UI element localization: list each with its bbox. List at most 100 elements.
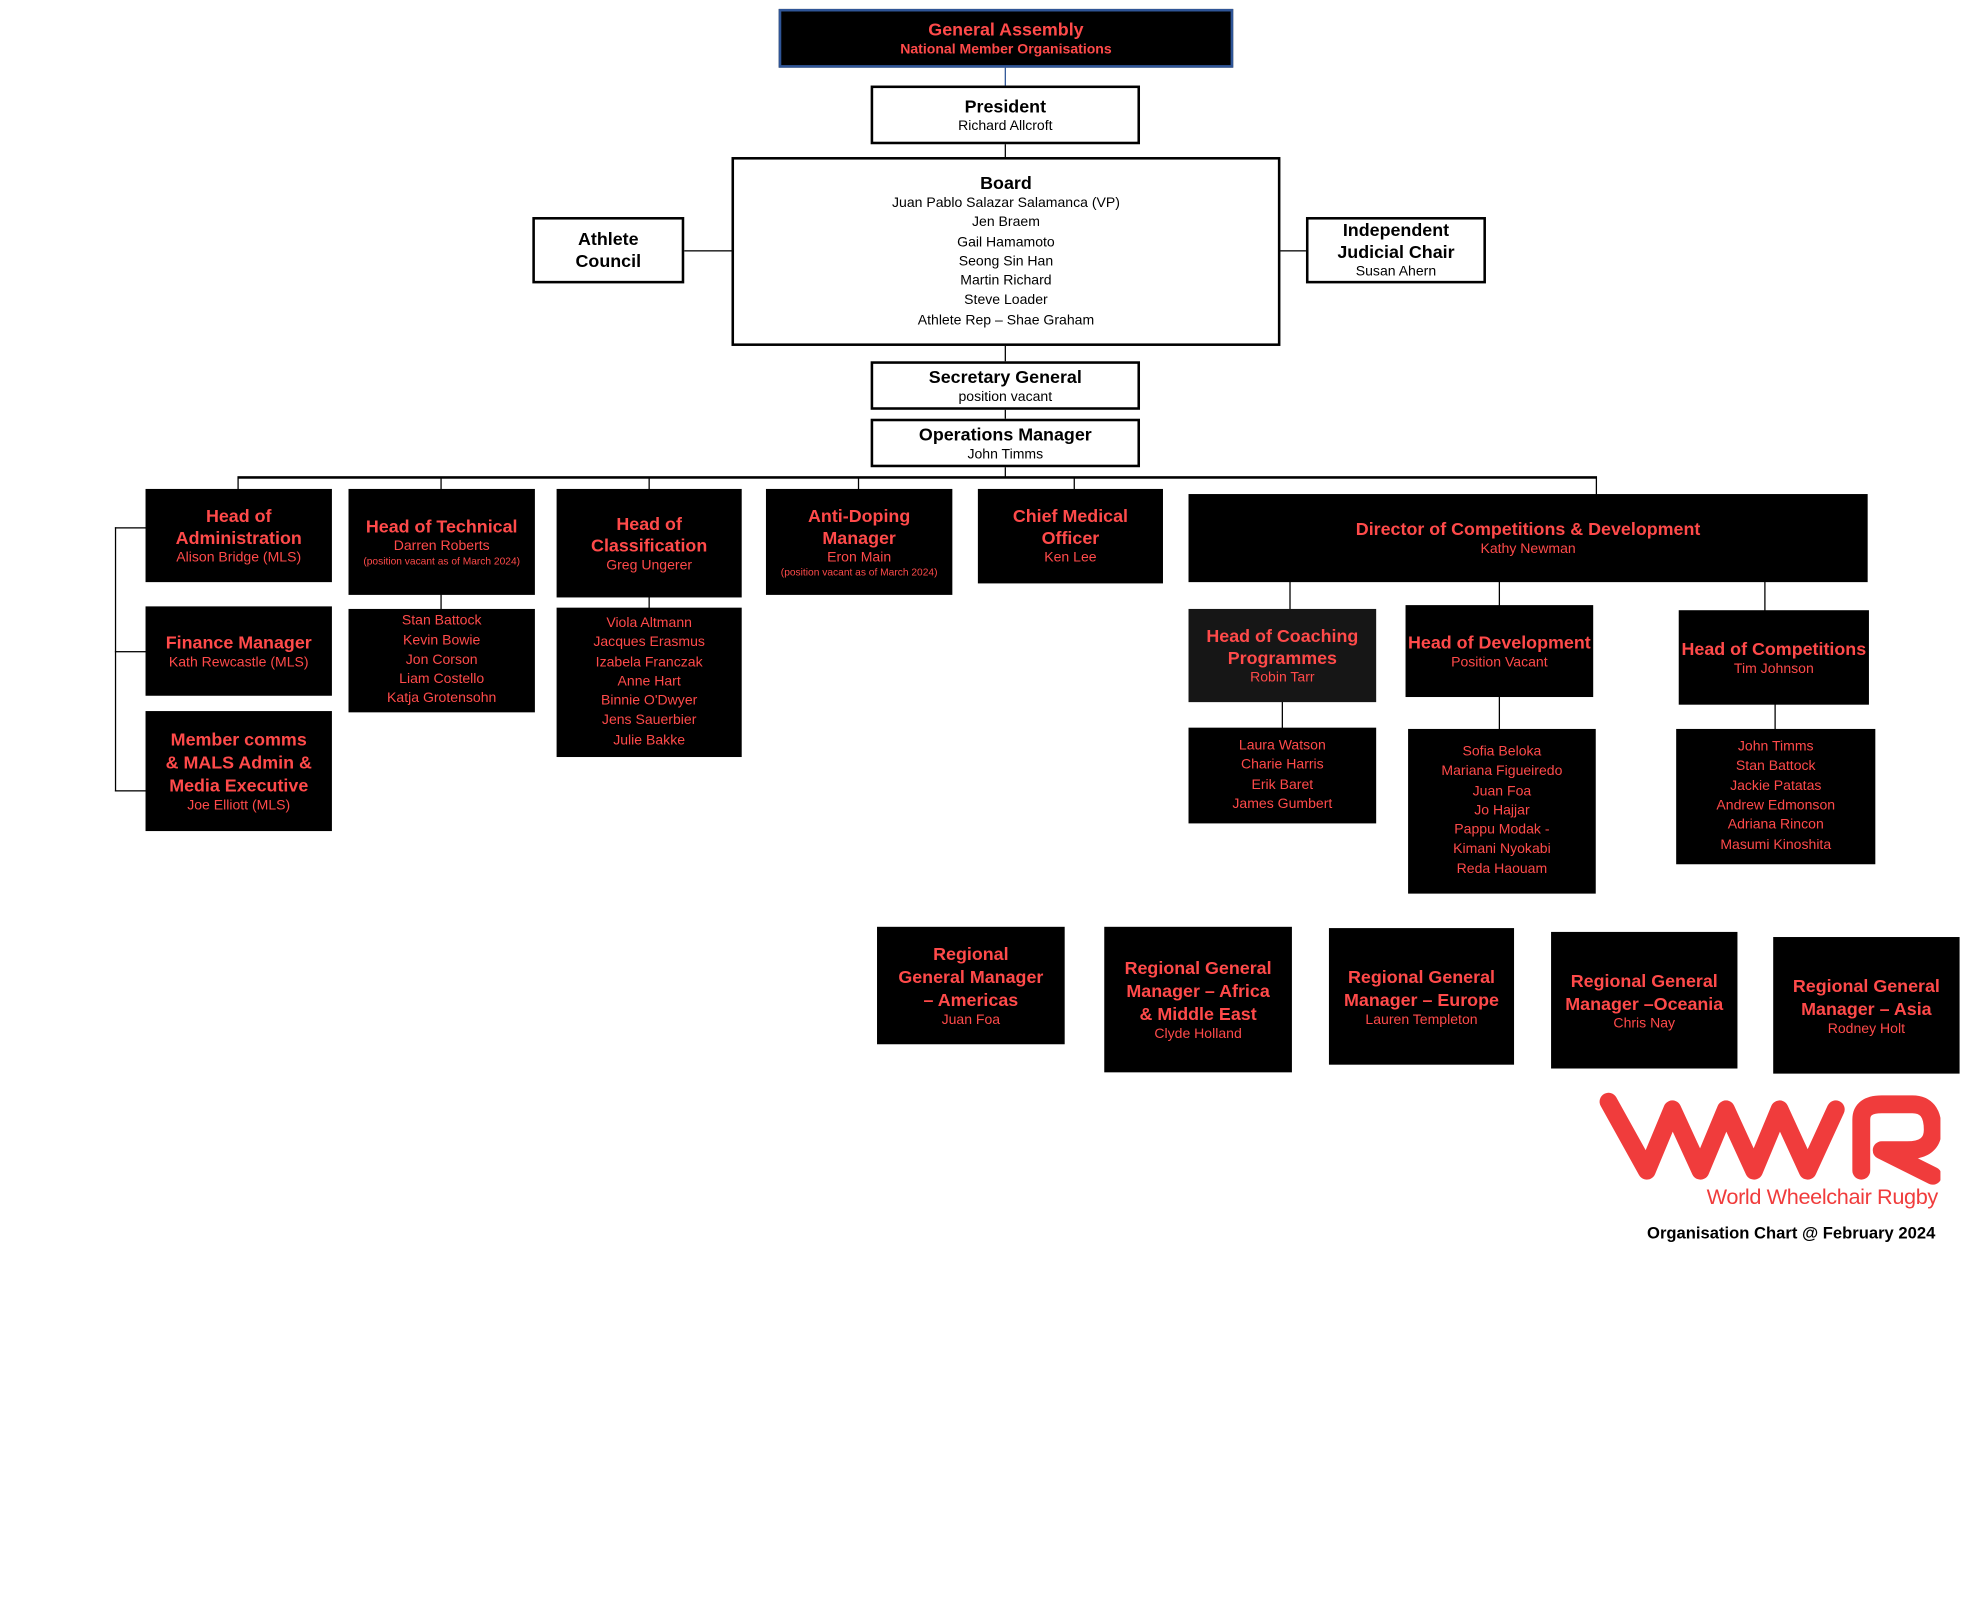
board-member: Martin Richard [960, 273, 1052, 289]
rgm-oceania-name: Chris Nay [1613, 1015, 1676, 1031]
director-competitions-title: Director of Competitions & Development [1355, 518, 1701, 539]
judicial-chair-title: Independent Judicial Chair [1337, 219, 1455, 262]
connector [1004, 465, 1006, 478]
team-member: Jon Corson [405, 652, 478, 668]
chief-medical-box: Chief Medical Officer Ken Lee [977, 488, 1163, 584]
connector [440, 477, 442, 491]
board-member: Juan Pablo Salazar Salamanca (VP) [891, 195, 1120, 211]
rgm-europe-name: Lauren Templeton [1365, 1011, 1478, 1028]
connector [1498, 695, 1501, 731]
connector [1281, 700, 1283, 729]
anti-doping-title: Anti-Doping Manager [808, 504, 911, 548]
president-title: President [964, 95, 1047, 116]
connector [1595, 477, 1598, 496]
head-classification-name: Greg Ungerer [606, 557, 693, 573]
team-member: Charie Harris [1240, 757, 1324, 773]
head-technical-box: Head of Technical Darren Roberts (positi… [348, 488, 535, 595]
team-member: Stan Battock [401, 613, 482, 629]
connector [1073, 477, 1075, 491]
team-member: Andrew Edmonson [1716, 797, 1836, 814]
team-member: Julie Bakke [613, 732, 686, 748]
rgm-africa-box: Regional General Manager – Africa & Midd… [1104, 926, 1292, 1073]
connector [648, 596, 650, 609]
team-member: Erik Baret [1251, 776, 1314, 793]
athlete-council-box: Athlete Council [532, 217, 685, 284]
development-team-box: Sofia Beloka Mariana Figueiredo Juan Foa… [1408, 728, 1596, 894]
connector [114, 527, 117, 792]
team-member: Stan Battock [1735, 758, 1816, 775]
connector [1004, 142, 1006, 159]
director-competitions-name: Kathy Newman [1480, 541, 1576, 557]
head-classification-box: Head of Classification Greg Ungerer [556, 488, 742, 598]
member-comms-title: Member comms & MALS Admin & Media Execut… [165, 728, 312, 796]
team-member: Jo Hajjar [1474, 802, 1530, 819]
team-member: Kevin Bowie [403, 632, 481, 648]
head-competitions-name: Tim Johnson [1733, 660, 1814, 676]
connector [237, 476, 1598, 479]
team-member: Juan Foa [1472, 783, 1532, 799]
chief-medical-name: Ken Lee [1044, 550, 1097, 566]
head-coaching-name: Robin Tarr [1250, 669, 1315, 685]
finance-manager-title: Finance Manager [165, 631, 312, 652]
rgm-oceania-title: Regional General Manager –Oceania [1565, 969, 1724, 1013]
team-member: Jens Sauerbier [601, 712, 697, 729]
team-member: Anne Hart [617, 673, 681, 690]
classification-team-box: Viola Altmann Jacques Erasmus Izabela Fr… [556, 607, 742, 758]
anti-doping-box: Anti-Doping Manager Eron Main (position … [765, 488, 953, 595]
head-technical-name: Darren Roberts [393, 538, 490, 555]
director-competitions-box: Director of Competitions & Development K… [1188, 494, 1868, 583]
finance-manager-name: Kath Rewcastle (MLS) [168, 654, 309, 670]
competitions-team-box: John Timms Stan Battock Jackie Patatas A… [1676, 728, 1876, 865]
board-members: Juan Pablo Salazar Salamanca (VP) Jen Br… [892, 194, 1120, 331]
secretary-general-title: Secretary General [928, 365, 1082, 387]
board-member: Gail Hamamoto [957, 234, 1055, 250]
team-member: Katja Grotensohn [387, 691, 497, 707]
connector [857, 477, 860, 491]
head-coaching-box: Head of Coaching Programmes Robin Tarr [1188, 608, 1377, 703]
anti-doping-name: Eron Main [827, 549, 892, 565]
rgm-asia-name: Rodney Holt [1827, 1020, 1906, 1036]
chief-medical-title: Chief Medical Officer [1012, 505, 1129, 548]
rgm-americas-box: Regional General Manager – Americas Juan… [877, 926, 1065, 1045]
connector [648, 477, 650, 491]
team-member: Viola Altmann [606, 615, 692, 631]
rgm-africa-title: Regional General Manager – Africa & Midd… [1124, 957, 1272, 1024]
head-development-name: Position Vacant [1451, 654, 1548, 670]
connector [114, 651, 147, 653]
general-assembly-title: General Assembly [928, 18, 1084, 39]
head-admin-name: Alison Bridge (MLS) [176, 549, 302, 565]
head-competitions-title: Head of Competitions [1681, 637, 1867, 659]
head-coaching-title: Head of Coaching Programmes [1206, 624, 1359, 668]
secretary-general-box: Secretary General position vacant [870, 361, 1141, 410]
rgm-oceania-box: Regional General Manager –Oceania Chris … [1551, 931, 1738, 1069]
head-development-title: Head of Development [1407, 631, 1591, 652]
team-member: Pappu Modak - [1454, 822, 1550, 838]
coaching-team-box: Laura Watson Charie Harris Erik Baret Ja… [1188, 727, 1377, 824]
connector [1004, 344, 1006, 363]
rgm-europe-box: Regional General Manager – Europe Lauren… [1328, 928, 1515, 1065]
technical-team-box: Stan Battock Kevin Bowie Jon Corson Liam… [348, 608, 535, 713]
secretary-general-name: position vacant [958, 388, 1053, 405]
rgm-asia-box: Regional General Manager – Asia Rodney H… [1773, 937, 1960, 1074]
judicial-chair-name: Susan Ahern [1355, 264, 1437, 280]
board-member: Athlete Rep – Shae Graham [917, 312, 1095, 328]
rgm-africa-name: Clyde Holland [1154, 1026, 1242, 1042]
general-assembly-subtitle: National Member Organisations [900, 41, 1112, 57]
connector [1774, 703, 1776, 731]
team-member: Liam Costello [399, 671, 485, 687]
team-member: Mariana Figueiredo [1441, 763, 1563, 780]
connector [1289, 580, 1291, 611]
team-member: James Gumbert [1232, 796, 1333, 812]
team-member: Izabela Franczak [595, 654, 703, 670]
rgm-americas-title: Regional General Manager – Americas [898, 943, 1044, 1010]
chart-caption: Organisation Chart @ February 2024 [1647, 1222, 1936, 1243]
connector [440, 593, 442, 611]
connector [237, 477, 239, 491]
connector [1004, 408, 1006, 421]
team-member: Jackie Patatas [1730, 778, 1822, 794]
member-comms-name: Joe Elliott (MLS) [187, 797, 291, 814]
head-technical-title: Head of Technical [365, 515, 518, 537]
team-member: Jacques Erasmus [593, 634, 705, 651]
rgm-europe-title: Regional General Manager – Europe [1344, 965, 1499, 1010]
